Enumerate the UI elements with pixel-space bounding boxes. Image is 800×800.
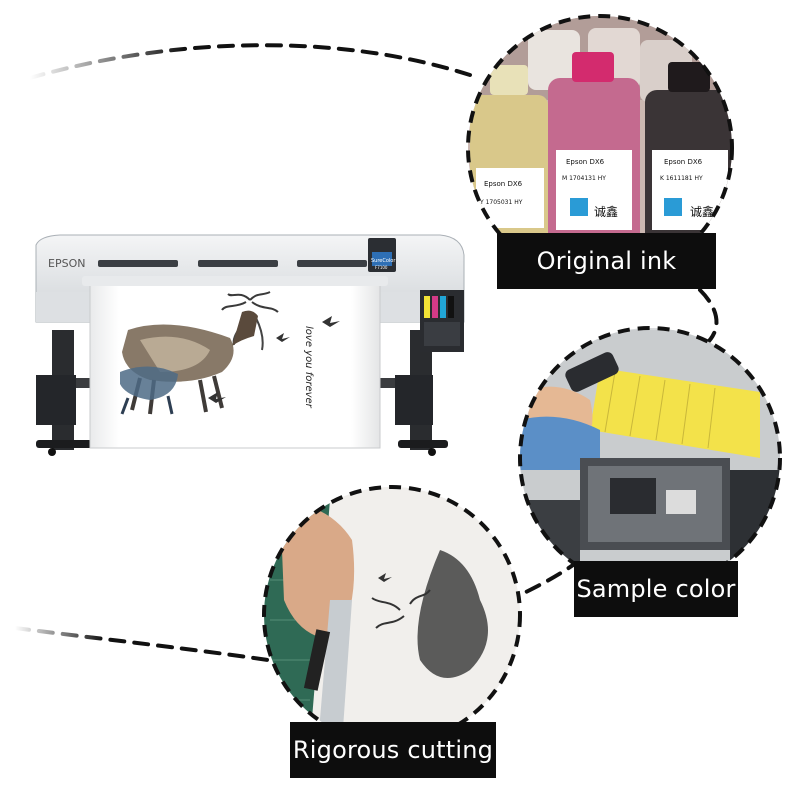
printer-illustration: EPSON SureColor F7100 love you foreve xyxy=(35,234,465,456)
dashed-link-ink-to-sample xyxy=(698,288,719,347)
ink-code-mid: M 1704131 HY xyxy=(562,175,606,182)
ink-label-left: Epson DX6 xyxy=(484,180,523,188)
printer-model-number: F7100 xyxy=(375,265,388,270)
color-sampling-photo xyxy=(518,326,782,590)
ink-brand-right: 诚鑫 xyxy=(690,204,714,219)
cutting-photo xyxy=(262,485,522,745)
deer-print-artwork xyxy=(120,291,340,415)
ink-label-right: Epson DX6 xyxy=(664,158,703,166)
printer-brand-text: EPSON xyxy=(48,257,85,270)
dashed-connector-lines xyxy=(13,43,719,662)
sample-color-label: Sample color xyxy=(574,561,738,617)
print-caption-text: love you forever xyxy=(303,326,314,409)
dashed-arc-bottom xyxy=(13,626,270,662)
ink-label-mid: Epson DX6 xyxy=(566,158,605,166)
dashed-link-sample-to-cut xyxy=(518,558,582,597)
rigorous-cutting-label: Rigorous cutting xyxy=(290,722,496,778)
original-ink-label: Original ink xyxy=(497,233,716,289)
ink-code-right: K 1611181 HY xyxy=(660,175,703,182)
ink-code-left: Y 1705031 HY xyxy=(479,199,523,206)
printer-model-badge: SureColor xyxy=(371,258,396,264)
dashed-arc-top xyxy=(28,43,472,80)
ink-brand-mid: 诚鑫 xyxy=(594,204,618,219)
